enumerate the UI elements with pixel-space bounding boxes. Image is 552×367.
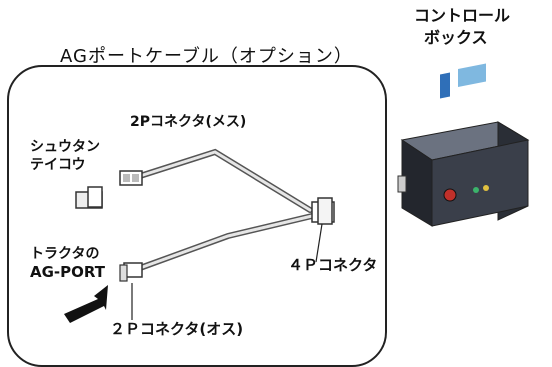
tractor-label-line1: トラクタの [30, 246, 100, 262]
resistor-label-line1: シュウタン [30, 139, 100, 155]
connector-2p-female-label: 2Pコネクタ(メス) [130, 114, 247, 130]
connector-2p-male-label: ２Ｐコネクタ(オス) [110, 320, 244, 338]
control-box-shape [397, 63, 530, 227]
control-box-label-line1: コントロール [414, 6, 511, 25]
leader-4p [315, 223, 323, 263]
connector-2p-female-shape [119, 170, 143, 186]
tractor-label-line2: AG-PORT [30, 263, 105, 281]
tractor-arrow [64, 285, 108, 323]
cable-upper [137, 148, 313, 213]
cable-lower [137, 213, 315, 271]
connector-4p-shape [311, 197, 335, 225]
control-box-label-line2: ボックス [424, 28, 488, 47]
connector-2p-male-shape [119, 262, 143, 282]
connector-4p-label: ４Ｐコネクタ [288, 256, 378, 274]
resistor-label-line2: テイコウ [30, 157, 86, 173]
resistor-shape [75, 186, 103, 209]
cable-frame [7, 65, 387, 367]
diagram-title: AGポートケーブル（オプション） [60, 46, 353, 67]
